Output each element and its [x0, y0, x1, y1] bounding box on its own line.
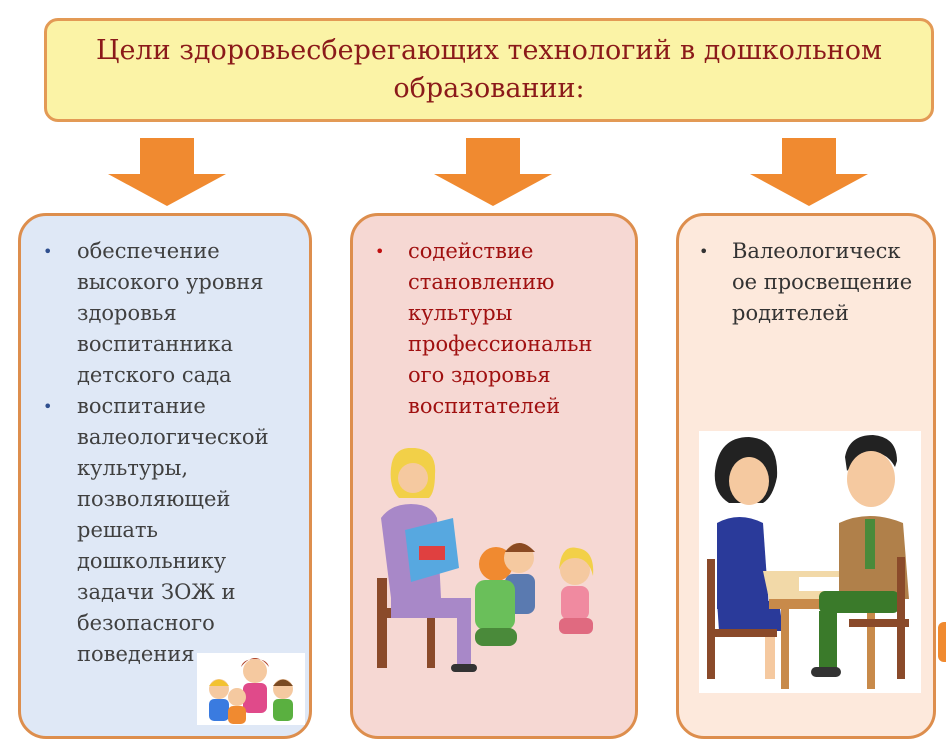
goal-item-text: содействие становлению культуры професси… [408, 239, 593, 418]
arrow-down-2 [434, 138, 552, 206]
goal-list: • Валеологическ ое просвещение родителей [679, 236, 937, 329]
bullet-icon: • [375, 242, 385, 261]
goal-item: • Валеологическ ое просвещение родителей [679, 236, 914, 329]
goal-item-text: воспитание валеологической культуры, поз… [77, 394, 269, 666]
arrow-down-1 [108, 138, 226, 206]
goal-item-text: обеспечение высокого уровня здоровья вос… [77, 239, 264, 387]
edge-decoration [938, 622, 946, 662]
arrow-down-3 [750, 138, 868, 206]
goal-item: • содействие становлению культуры професс… [353, 236, 613, 422]
bullet-icon: • [699, 242, 709, 261]
goal-list: • обеспечение высокого уровня здоровья во… [21, 236, 311, 670]
bullet-icon: • [43, 242, 53, 261]
goal-card-parents: • Валеологическ ое просвещение родителей [676, 213, 936, 739]
goal-list: • содействие становлению культуры професс… [353, 236, 639, 422]
goal-card-teachers: • содействие становлению культуры професс… [350, 213, 638, 739]
parent-meeting-illustration [699, 431, 921, 693]
children-group-illustration [197, 653, 305, 725]
bullet-icon: • [43, 397, 53, 416]
goal-item: • обеспечение высокого уровня здоровья во… [21, 236, 277, 391]
title-box: Цели здоровьесберегающих технологий в до… [44, 18, 934, 122]
diagram-title: Цели здоровьесберегающих технологий в до… [95, 35, 883, 104]
goal-card-health: • обеспечение высокого уровня здоровья во… [18, 213, 312, 739]
teacher-reading-illustration [377, 448, 594, 672]
goal-item-text: Валеологическ ое просвещение родителей [732, 239, 913, 325]
goal-item: • воспитание валеологической культуры, по… [21, 391, 269, 670]
